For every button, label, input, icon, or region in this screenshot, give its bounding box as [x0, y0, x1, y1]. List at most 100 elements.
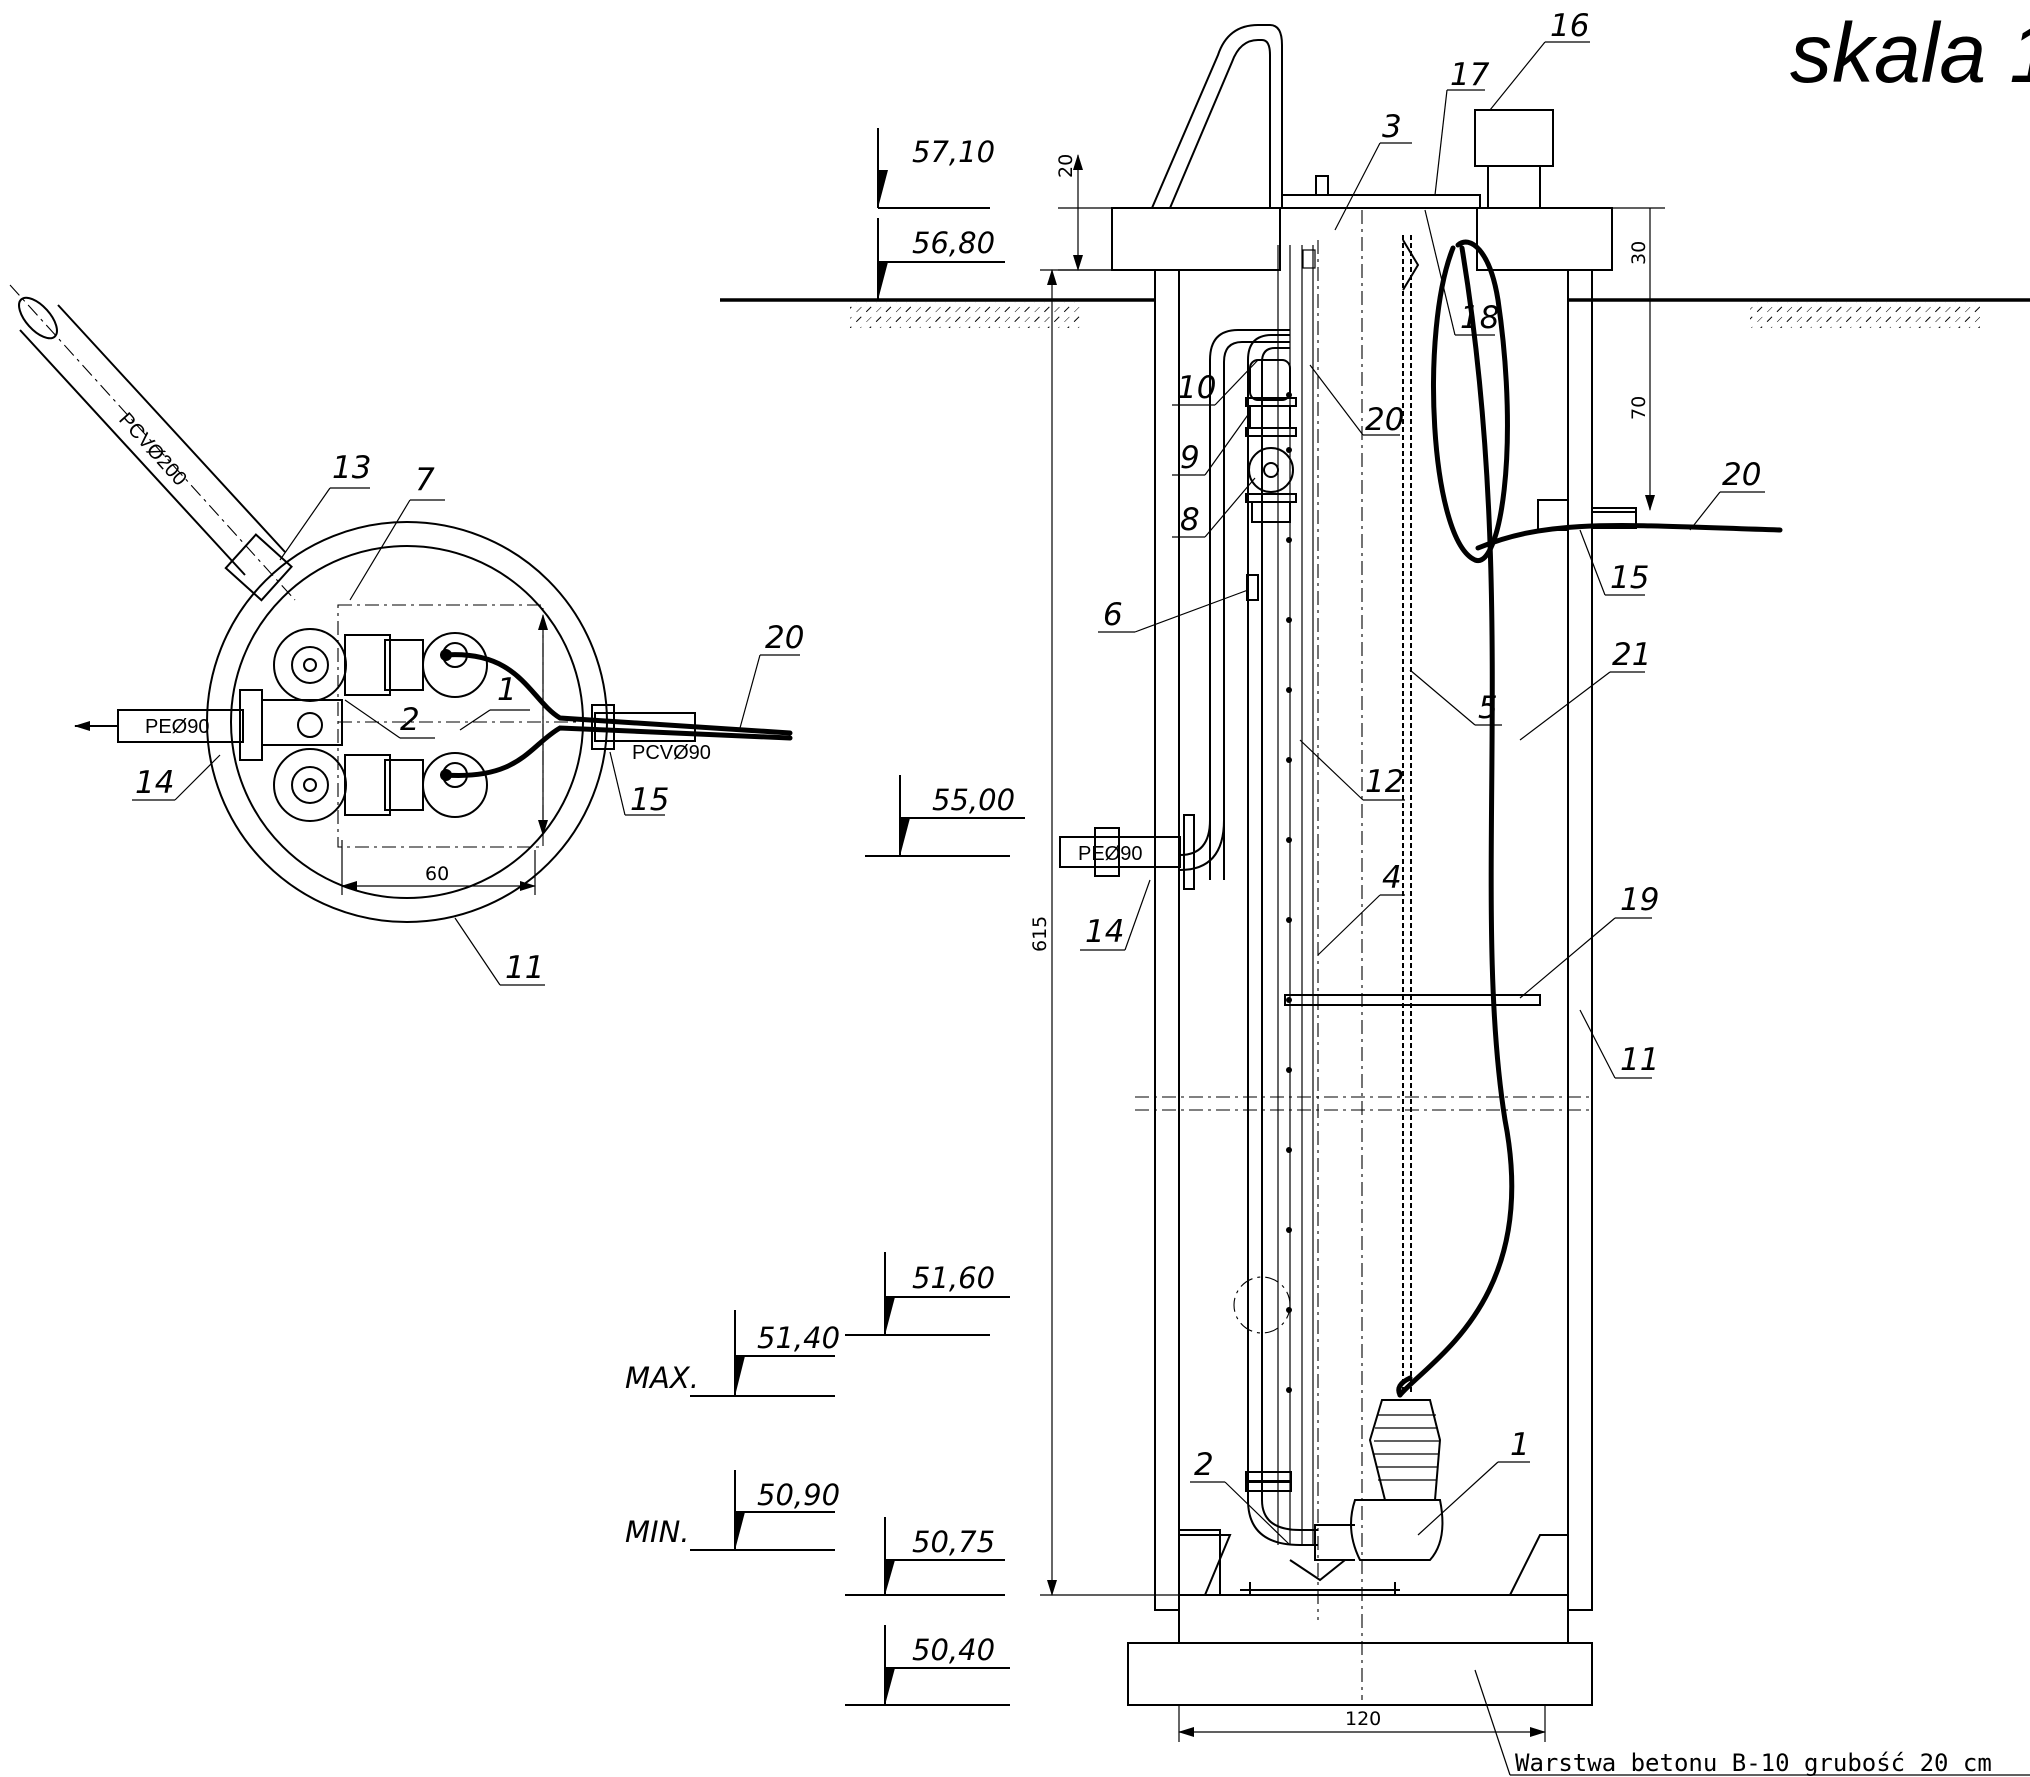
- section-label-19: 19: [1519, 882, 1659, 999]
- svg-text:5: 5: [1478, 690, 1498, 726]
- plan-label-11: 11: [454, 917, 545, 986]
- section-label-16: 16: [1489, 8, 1590, 111]
- svg-text:9: 9: [1180, 440, 1200, 476]
- section-label-6: 6: [1098, 589, 1249, 633]
- outlet-pipe-pe90-plan: PEØ90: [74, 689, 263, 761]
- svg-text:Warstwa betonu B-10 grubość 20: Warstwa betonu B-10 grubość 20 cm: [1515, 1749, 1992, 1777]
- lifting-chain: [1402, 235, 1420, 1395]
- svg-text:20: 20: [1365, 402, 1404, 438]
- svg-text:7: 7: [415, 462, 435, 498]
- section-label-14: 14: [1080, 879, 1151, 951]
- access-ladder: [1151, 24, 1283, 209]
- svg-text:15: 15: [1610, 560, 1649, 596]
- svg-text:70: 70: [1628, 396, 1650, 420]
- section-leader-labels: 16 17 3 18 10 20 9 8 20 15 6 21 5 12 4 1…: [1080, 8, 1765, 1546]
- submersible-pump: [1240, 1399, 1444, 1595]
- section-label-17: 17: [1434, 57, 1490, 196]
- pump-unit-top: [273, 628, 488, 702]
- section-label-5: 5: [1409, 669, 1502, 726]
- control-box: [1474, 109, 1554, 208]
- svg-text:50,40: 50,40: [912, 1633, 995, 1667]
- elev-50-90: 50,90 MIN.: [625, 1470, 840, 1551]
- pipe-label-pe90-section: PEØ90: [1078, 843, 1142, 865]
- min-level-label: MIN.: [625, 1515, 690, 1549]
- section-label-21: 21: [1519, 637, 1651, 741]
- section-label-11: 11: [1579, 1009, 1659, 1079]
- plan-label-7: 7: [349, 462, 445, 601]
- section-label-1: 1: [1417, 1427, 1530, 1536]
- svg-text:55,00: 55,00: [932, 783, 1015, 817]
- max-level-label: MAX.: [625, 1361, 699, 1395]
- svg-text:20: 20: [1722, 457, 1761, 493]
- elev-50-75: 50,75: [845, 1517, 1005, 1596]
- plan-label-15: 15: [609, 751, 669, 818]
- svg-text:10: 10: [1177, 370, 1216, 406]
- section-label-18: 18: [1424, 209, 1499, 336]
- section-label-8: 8: [1172, 477, 1256, 538]
- elev-51-40: 51,40 MAX.: [625, 1310, 840, 1397]
- svg-text:3: 3: [1382, 109, 1402, 145]
- svg-text:8: 8: [1180, 502, 1200, 538]
- svg-text:PEØ90: PEØ90: [145, 716, 209, 738]
- svg-text:51,40: 51,40: [757, 1321, 840, 1355]
- svg-text:2: 2: [400, 702, 420, 738]
- concrete-note: Warstwa betonu B-10 grubość 20 cm: [1474, 1669, 2030, 1777]
- svg-text:2: 2: [1194, 1447, 1214, 1483]
- section-label-9: 9: [1172, 411, 1251, 476]
- plan-label-20: 20: [739, 620, 804, 729]
- svg-text:6: 6: [1103, 597, 1123, 633]
- svg-text:1: 1: [497, 672, 517, 708]
- section-label-20-b: 20: [1689, 457, 1765, 531]
- svg-text:14: 14: [135, 765, 174, 801]
- svg-text:50,75: 50,75: [912, 1525, 995, 1559]
- dimensions: 20 30 70 615 120: [1029, 154, 1665, 1742]
- svg-text:16: 16: [1550, 8, 1589, 44]
- svg-text:21: 21: [1612, 637, 1651, 673]
- plan-label-2: 2: [344, 699, 435, 739]
- scale-title: skala 1: [1790, 6, 2030, 100]
- svg-text:PCVØ90: PCVØ90: [632, 742, 711, 764]
- plan-label-1: 1: [459, 672, 530, 731]
- svg-text:50,90: 50,90: [757, 1478, 840, 1512]
- well-section: [1111, 175, 1613, 1706]
- plan-label-13: 13: [279, 450, 371, 561]
- section-label-12: 12: [1299, 739, 1405, 801]
- guide-rails: [1277, 245, 1316, 1545]
- svg-text:12: 12: [1365, 764, 1404, 800]
- svg-text:14: 14: [1085, 914, 1124, 950]
- svg-text:20: 20: [765, 620, 804, 656]
- svg-text:4: 4: [1382, 860, 1402, 896]
- section-label-10: 10: [1172, 359, 1259, 406]
- elevation-markers: 57,10 56,80 55,00 51,60 51,40: [625, 128, 1025, 1706]
- svg-text:57,10: 57,10: [912, 135, 995, 169]
- plan-view: PCVØ200 PEØ90 PCVØ90: [9, 284, 793, 923]
- elev-57-10: 57,10: [877, 128, 995, 209]
- inlet-pipe-pcv200: PCVØ200: [9, 284, 296, 602]
- svg-text:13: 13: [332, 450, 371, 486]
- elev-55-00: 55,00: [865, 775, 1025, 857]
- svg-text:15: 15: [630, 782, 669, 818]
- level-bracket: [1284, 994, 1541, 1006]
- section-label-3: 3: [1334, 109, 1412, 231]
- plan-label-14: 14: [132, 754, 221, 801]
- svg-text:120: 120: [1345, 1708, 1381, 1730]
- plan-leader-labels: 13 7 1 2 20 14 15 11: [132, 450, 804, 986]
- inlet-pipe-section: PEØ90: [1059, 814, 1195, 890]
- elev-56-80: 56,80: [877, 218, 1005, 300]
- svg-text:11: 11: [505, 950, 544, 986]
- section-label-20-a: 20: [1309, 364, 1404, 438]
- svg-text:1: 1: [1510, 1427, 1530, 1463]
- svg-text:60: 60: [425, 863, 449, 885]
- power-cables: [1396, 239, 1783, 1398]
- discharge-pipe: [1179, 329, 1297, 1500]
- svg-text:51,60: 51,60: [912, 1261, 995, 1295]
- pump-unit-bottom: [273, 748, 488, 822]
- svg-text:30: 30: [1628, 241, 1650, 265]
- section-label-4: 4: [1317, 860, 1405, 956]
- elev-51-60: 51,60: [845, 1252, 1010, 1336]
- svg-text:20: 20: [1055, 154, 1077, 178]
- svg-text:18: 18: [1460, 300, 1499, 336]
- svg-text:19: 19: [1620, 882, 1659, 918]
